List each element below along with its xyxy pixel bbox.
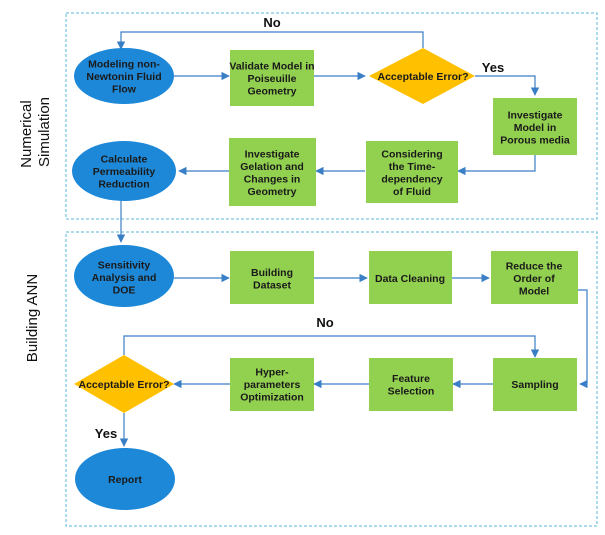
node-validate-label-line-1: Validate Model in	[229, 61, 314, 73]
section-title-simulation-line2: Simulation	[36, 97, 53, 167]
connectors	[116, 31, 588, 447]
node-hyper-label-line-1: Hyper-	[255, 367, 289, 379]
arrow-reduce-to-sampling	[578, 289, 588, 389]
node-modeling-label-line-1: Modeling non-	[88, 59, 160, 71]
node-hyper-box	[230, 358, 314, 411]
node-building-label-line-1: Building	[251, 267, 293, 279]
node-accept2-label-line-1: Acceptable Error?	[78, 379, 169, 391]
node-building-label-line-2: Dataset	[253, 279, 291, 291]
node-sampling-label: Sampling	[511, 379, 558, 391]
node-time-label-line-4: of Fluid	[393, 186, 431, 198]
node-reduce-label-line-1: Reduce the	[506, 261, 563, 273]
label-no-top: No	[263, 15, 280, 30]
node-permeability-label-line-3: Reduction	[98, 179, 149, 191]
label-no-bottom: No	[316, 315, 333, 330]
node-validate-box	[230, 50, 314, 106]
node-gelation-label-line-2: Gelation and	[240, 161, 304, 173]
node-time-label-line-1: Considering	[381, 148, 442, 160]
node-sampling-label-line-1: Sampling	[511, 379, 558, 391]
node-reduce-box	[491, 251, 578, 304]
label-yes-top: Yes	[482, 60, 504, 75]
node-gelation-box	[229, 138, 316, 206]
node-gelation-label-line-4: Geometry	[247, 186, 296, 198]
node-porous-label-line-2: Model in	[514, 122, 557, 134]
node-accept1-label: Acceptable Error?	[377, 71, 468, 83]
section-title-ann: Building ANN	[24, 274, 41, 362]
node-cleaning-box	[369, 251, 452, 304]
label-yes-bottom: Yes	[95, 426, 117, 441]
node-sampling-box	[493, 358, 577, 411]
section-title-ann-line1: Building ANN	[24, 274, 41, 362]
node-feature-box	[369, 358, 453, 411]
ann-section-frame	[65, 231, 598, 527]
node-report-ellipse	[75, 448, 175, 510]
node-accept1-diamond	[369, 48, 475, 104]
node-gelation-label-line-3: Changes in	[244, 173, 301, 185]
node-report-label: Report	[108, 474, 142, 486]
node-permeability-label-line-1: Calculate	[101, 154, 148, 166]
node-time-label-line-2: the Time-	[389, 161, 436, 173]
section-title-simulation: Numerical Simulation	[18, 96, 53, 168]
node-modeling-ellipse	[74, 48, 174, 104]
node-building-box	[230, 251, 314, 304]
node-reduce-label-line-3: Model	[519, 286, 549, 298]
simulation-section-frame	[65, 12, 598, 220]
node-sensitivity-ellipse	[74, 245, 174, 307]
arrow-accept1-no-loop	[116, 31, 424, 50]
node-sensitivity-label-line-3: DOE	[113, 285, 136, 297]
arrow-accept1-yes-to-porous	[475, 75, 540, 96]
node-reduce-label-line-2: Order of	[513, 273, 555, 285]
arrow-accept2-no-loop	[123, 335, 540, 358]
node-validate-label-line-2: Poiseuille	[247, 73, 296, 85]
node-permeability-label-line-2: Permeability	[93, 166, 156, 178]
node-hyper-label-line-3: Optimization	[240, 392, 304, 404]
node-cleaning-label: Data Cleaning	[375, 273, 445, 285]
node-porous-box	[493, 98, 577, 155]
node-hyper-label-line-2: parameters	[244, 379, 301, 391]
node-modeling-label-line-2: Newtonin Fluid	[86, 71, 161, 83]
node-accept2-diamond	[74, 355, 174, 413]
node-report-label-line-1: Report	[108, 474, 142, 486]
node-modeling-label-line-3: Flow	[112, 84, 137, 96]
section-title-simulation-line1: Numerical	[18, 100, 35, 168]
node-feature-label-line-2: Selection	[388, 385, 435, 397]
node-cleaning-label-line-1: Data Cleaning	[375, 273, 445, 285]
node-accept2-label: Acceptable Error?	[78, 379, 169, 391]
node-accept1-label-line-1: Acceptable Error?	[377, 71, 468, 83]
node-gelation-label-line-1: Investigate	[245, 148, 300, 160]
node-sensitivity-label-line-2: Analysis and	[92, 272, 157, 284]
node-porous-label-line-3: Porous media	[500, 135, 570, 147]
node-porous-label-line-1: Investigate	[508, 110, 563, 122]
node-sensitivity-label-line-1: Sensitivity	[98, 260, 151, 272]
arrow-porous-to-time	[457, 155, 536, 176]
node-time-label-line-3: dependency	[381, 173, 442, 185]
node-time-box	[366, 141, 458, 203]
node-feature-label-line-1: Feature	[392, 373, 430, 385]
node-permeability-ellipse	[72, 141, 176, 201]
node-validate-label-line-3: Geometry	[247, 86, 296, 98]
